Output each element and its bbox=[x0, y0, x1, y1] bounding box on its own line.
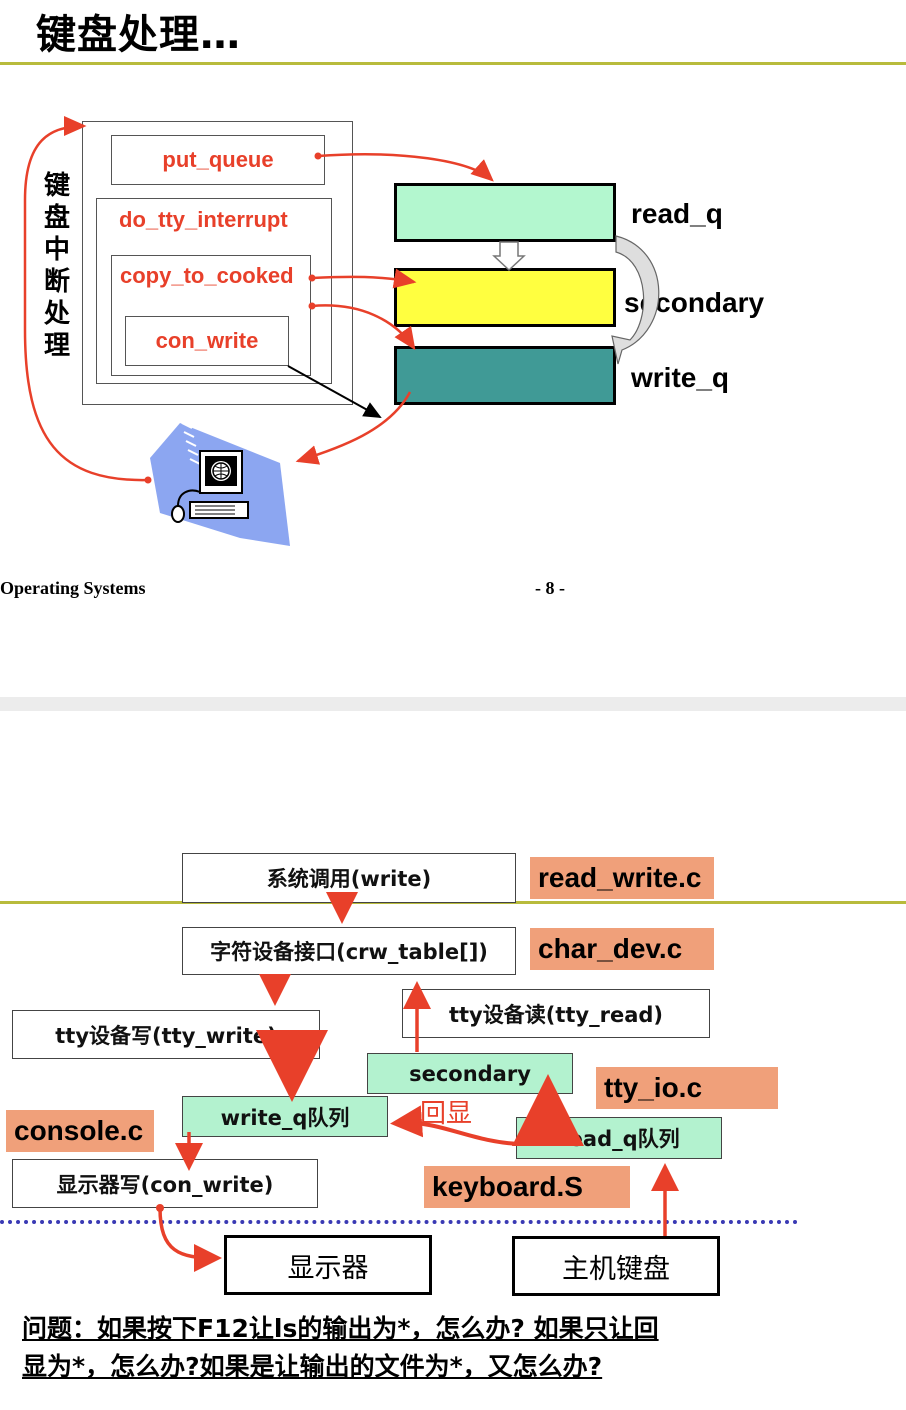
tty-write-label: tty设备写(tty_write) bbox=[55, 1023, 277, 1048]
tty-io-file: tty_io.c bbox=[596, 1067, 778, 1109]
con-write-label: con_write bbox=[155, 328, 259, 353]
char-dev-label: 字符设备接口(crw_table[]) bbox=[210, 940, 488, 964]
read-write-file-label: read_write.c bbox=[538, 862, 702, 893]
con-write-box: con_write bbox=[125, 316, 289, 366]
tty-read-label: tty设备读(tty_read) bbox=[448, 1002, 664, 1027]
question-text: 问题：如果按下F12让ls的输出为*，怎么办? 如果只让回 显为*，怎么办?如果… bbox=[22, 1310, 882, 1386]
keyboard-file-label: keyboard.S bbox=[432, 1171, 583, 1202]
write-q-queue bbox=[394, 346, 616, 405]
put-queue-arrow bbox=[317, 153, 494, 182]
slide-separator bbox=[0, 697, 906, 711]
do-tty-interrupt-label: do_tty_interrupt bbox=[119, 207, 288, 232]
put-queue-box: put_queue bbox=[111, 135, 325, 185]
hardware-boundary bbox=[0, 1220, 798, 1224]
interrupt-loop-arrow bbox=[23, 116, 149, 482]
slide2-connectors bbox=[156, 892, 679, 1272]
tty-read-box: tty设备读(tty_read) bbox=[402, 989, 710, 1038]
char-dev-file-label: char_dev.c bbox=[538, 933, 683, 964]
question-line-2: 显为*，怎么办?如果是让输出的文件为*，又怎么办? bbox=[22, 1352, 603, 1381]
con-write-arrow bbox=[287, 365, 382, 418]
read-q-queue bbox=[394, 183, 616, 242]
con-write-func-label: 显示器写(con_write) bbox=[56, 1172, 274, 1197]
copy-to-cooked-label: copy_to_cooked bbox=[120, 263, 294, 288]
read-write-file: read_write.c bbox=[530, 857, 714, 899]
cooked-to-write-q-arrow bbox=[311, 304, 416, 351]
footer-page-number: - 8 - bbox=[535, 578, 565, 598]
echo-arrow bbox=[390, 1105, 521, 1146]
keyboard-box: 主机键盘 bbox=[512, 1236, 720, 1296]
computer-icon bbox=[150, 422, 290, 546]
char-dev-box: 字符设备接口(crw_table[]) bbox=[182, 927, 516, 975]
read-to-secondary-hollow-arrow bbox=[492, 241, 526, 272]
question-line-1: 问题：如果按下F12让ls的输出为*，怎么办? 如果只让回 bbox=[22, 1314, 659, 1343]
echo-curve-arrow bbox=[611, 235, 660, 365]
secondary-box-label: secondary bbox=[409, 1061, 531, 1086]
read-q-label: read_q bbox=[631, 198, 723, 229]
display-label: 显示器 bbox=[287, 1252, 369, 1284]
keyboard-label: 主机键盘 bbox=[562, 1253, 670, 1285]
write-q-to-screen-arrow bbox=[295, 391, 412, 465]
console-file: console.c bbox=[6, 1110, 154, 1152]
conwrite-to-display-arrow bbox=[158, 1207, 222, 1272]
char-dev-file: char_dev.c bbox=[530, 928, 714, 970]
put-queue-label: put_queue bbox=[162, 147, 274, 172]
secondary-box: secondary bbox=[367, 1053, 573, 1094]
footer-course: Operating Systems bbox=[0, 578, 146, 598]
console-file-label: console.c bbox=[14, 1115, 144, 1146]
con-write-func-box: 显示器写(con_write) bbox=[12, 1159, 318, 1208]
slide1-connectors bbox=[23, 116, 660, 546]
write-q-label: write_q bbox=[631, 362, 730, 393]
vertical-label-text: 键盘中断处理 bbox=[43, 171, 70, 361]
write-q-box-label: write_q队列 bbox=[220, 1105, 350, 1130]
slide1-title: 键盘处理… bbox=[36, 12, 241, 58]
keyboard-file: keyboard.S bbox=[424, 1166, 630, 1208]
write-q-box: write_q队列 bbox=[182, 1096, 388, 1137]
cooked-to-secondary-arrow bbox=[311, 268, 417, 289]
tty-io-file-label: tty_io.c bbox=[604, 1072, 703, 1103]
syscall-label: 系统调用(write) bbox=[266, 867, 432, 891]
secondary-queue bbox=[394, 268, 616, 327]
title-rule bbox=[0, 62, 906, 65]
display-box: 显示器 bbox=[224, 1235, 432, 1295]
vertical-label: 键盘中断处理 bbox=[40, 170, 74, 362]
